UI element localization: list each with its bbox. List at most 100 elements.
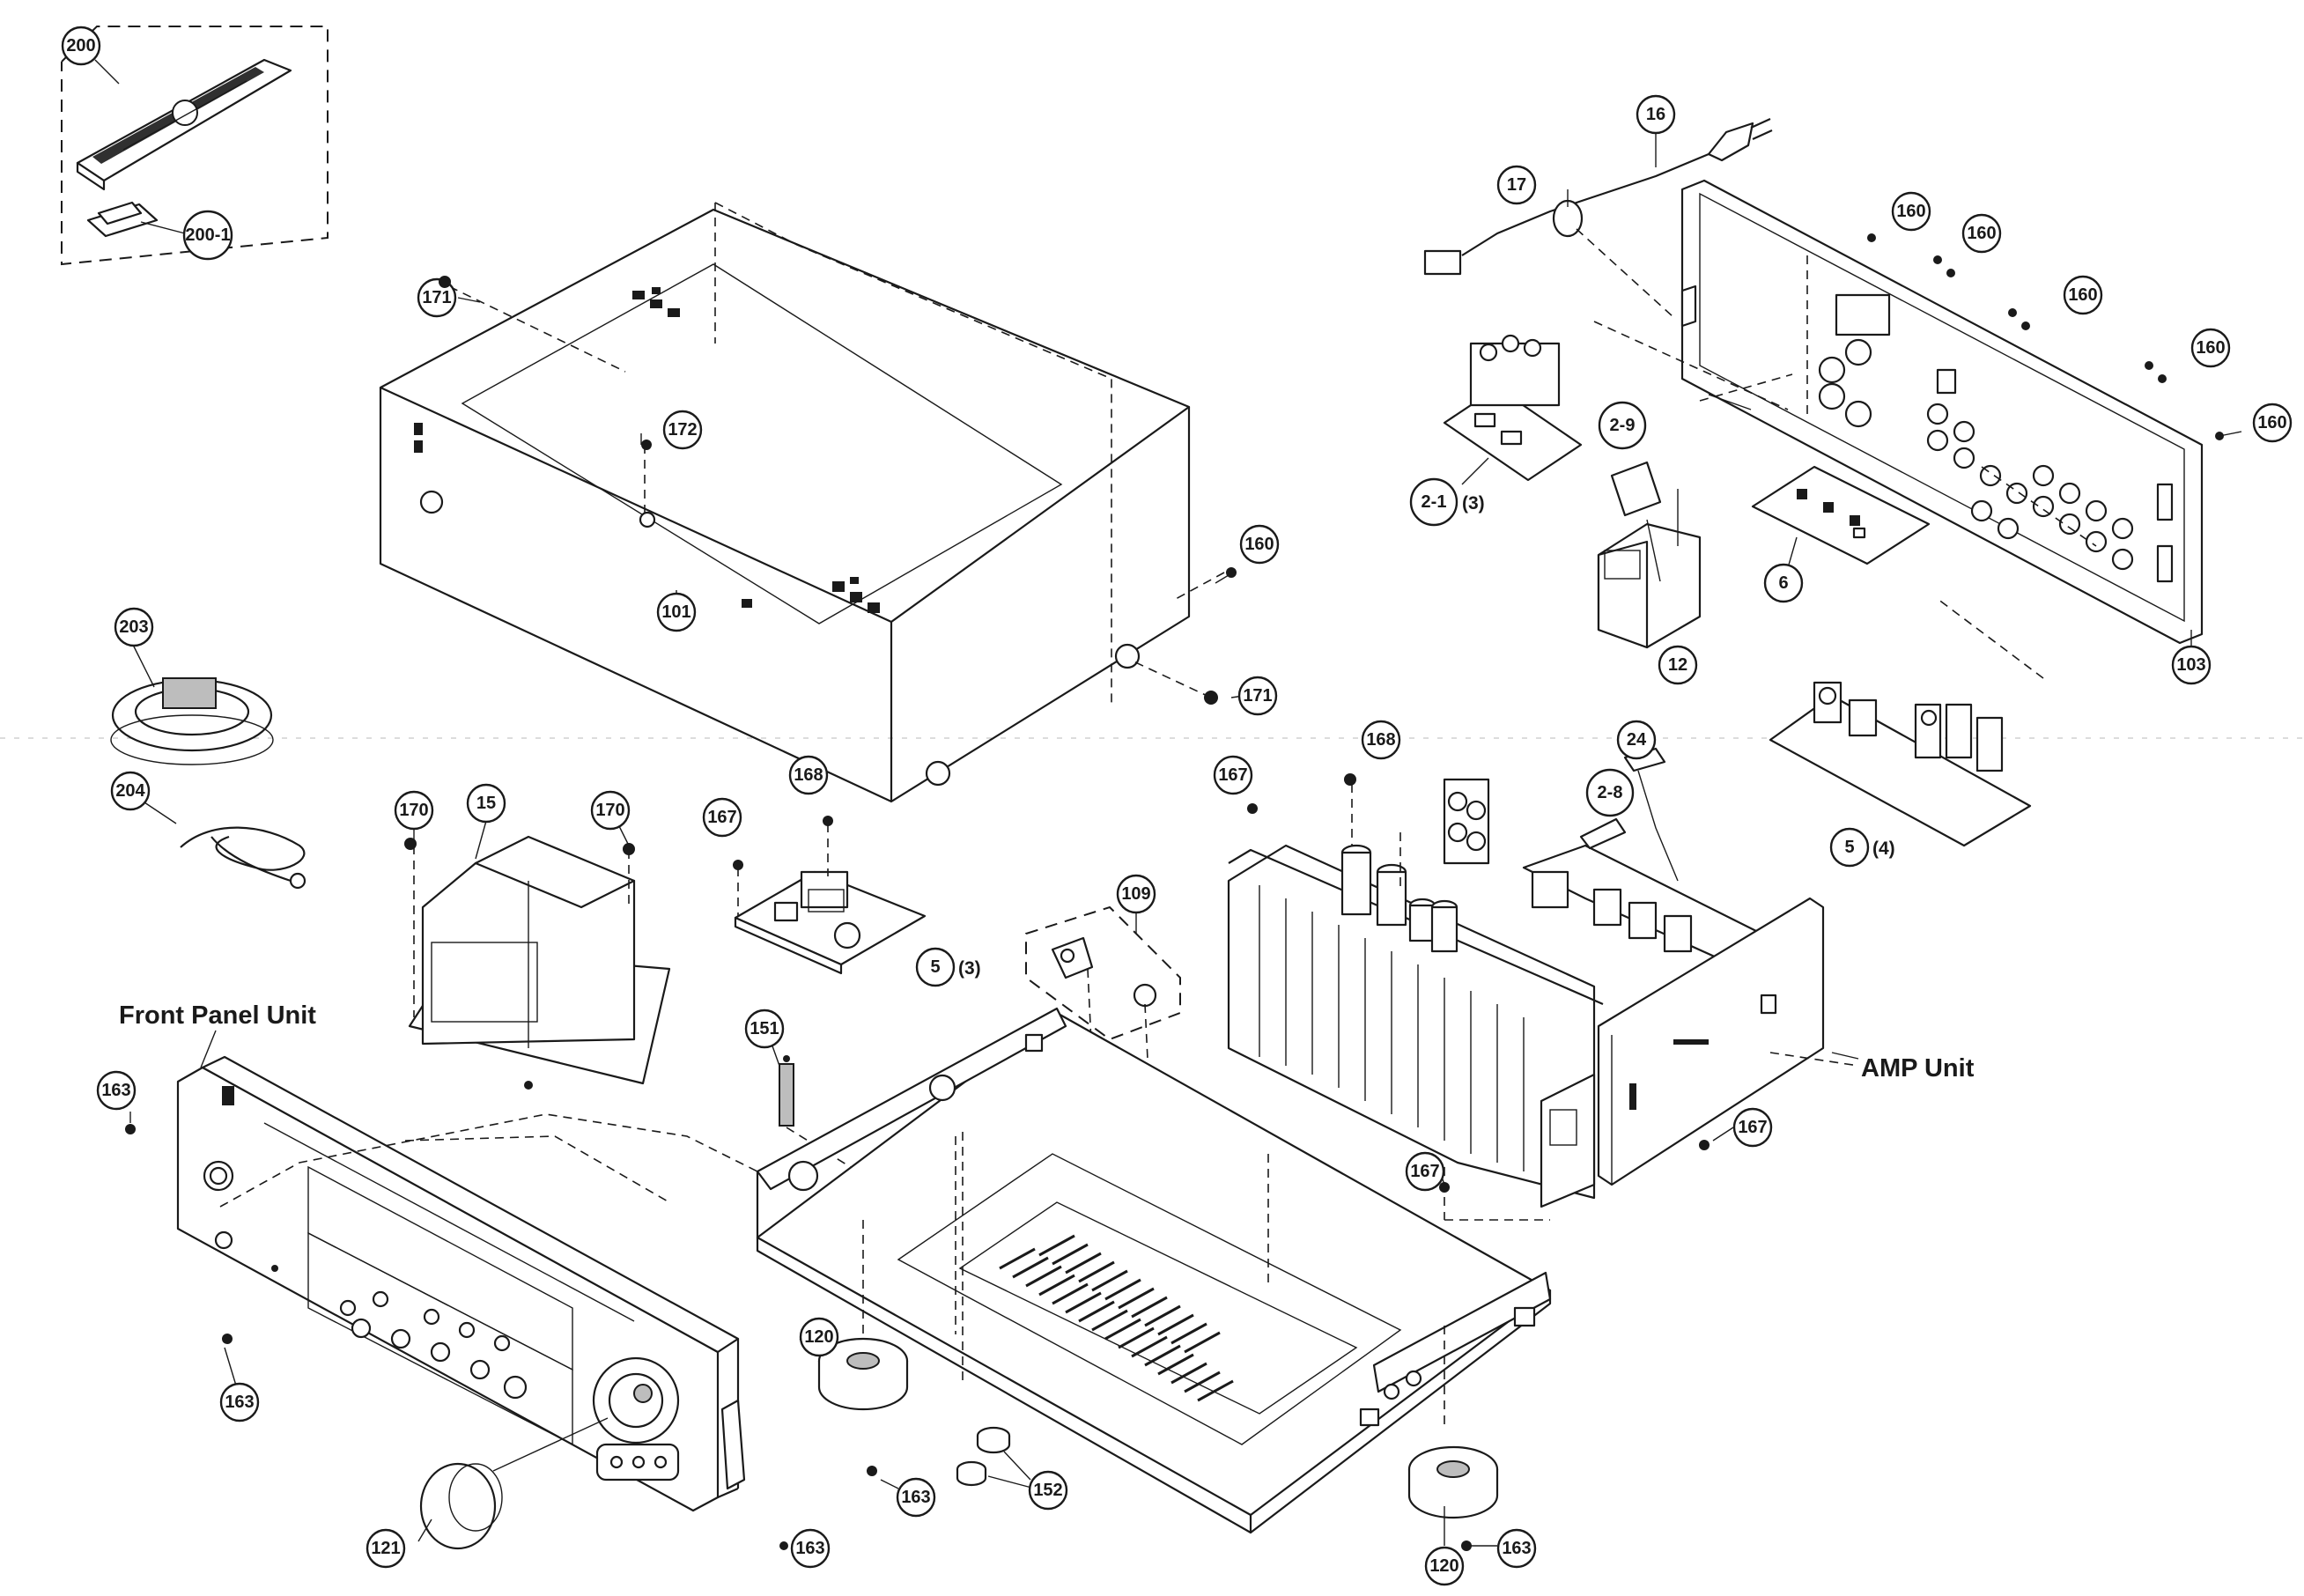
callout-label: 160 bbox=[1896, 202, 1925, 221]
callout-label: 163 bbox=[1502, 1539, 1531, 1558]
part-callout: 2-8 bbox=[1585, 768, 1635, 817]
top-cover bbox=[379, 202, 1225, 803]
part-callout: 6 bbox=[1763, 563, 1804, 603]
callout-label: 160 bbox=[2196, 338, 2225, 358]
front-panel-leader bbox=[200, 1030, 217, 1068]
part-callout: 163 bbox=[1496, 1528, 1537, 1569]
part-callout: 163 bbox=[790, 1528, 831, 1569]
callout-label: 163 bbox=[795, 1539, 824, 1558]
part-callout: 171 bbox=[1237, 676, 1278, 716]
screws bbox=[125, 233, 2224, 1551]
callout-label: 151 bbox=[750, 1019, 779, 1038]
callout-label: 167 bbox=[1218, 765, 1247, 785]
part-callout: 120 bbox=[799, 1317, 839, 1357]
part-callout: 160 bbox=[1961, 213, 2002, 254]
board-2-1 bbox=[1443, 334, 1583, 482]
part-callout: 2-9 bbox=[1598, 401, 1647, 450]
callout-label: 101 bbox=[661, 602, 690, 622]
callout-label: 2-9 bbox=[1610, 416, 1636, 435]
spacers-152 bbox=[956, 1426, 1011, 1487]
battery-pack bbox=[86, 201, 159, 238]
front-panel-unit bbox=[176, 1055, 758, 1512]
callout-label: 16 bbox=[1646, 105, 1665, 124]
callout-label: 12 bbox=[1668, 655, 1687, 675]
part-callout: 24 bbox=[1616, 720, 1657, 760]
part-callout: 167 bbox=[1405, 1151, 1445, 1192]
callout-label: 5 bbox=[930, 957, 940, 977]
callout-label: 121 bbox=[371, 1539, 400, 1558]
callout-label: 171 bbox=[1243, 686, 1272, 706]
callout-label: 6 bbox=[1778, 573, 1788, 593]
part-callout: 160 bbox=[1891, 191, 1931, 232]
callout-label: 2-1 bbox=[1422, 492, 1447, 512]
callout-label: 160 bbox=[2068, 285, 2097, 305]
amp-unit bbox=[1227, 747, 1859, 1221]
callout-label: 170 bbox=[399, 801, 428, 820]
foot-right bbox=[1407, 1445, 1499, 1519]
board-5-rear bbox=[1769, 681, 2032, 847]
quantity-label: (3) bbox=[958, 958, 981, 979]
part-callout: 203 bbox=[114, 607, 154, 647]
callout-label: 109 bbox=[1121, 884, 1150, 904]
volume-knob bbox=[419, 1417, 609, 1550]
callout-label: 160 bbox=[1967, 224, 1996, 243]
power-pcb-small bbox=[734, 824, 927, 975]
callout-label: 152 bbox=[1033, 1481, 1062, 1500]
callout-label: 160 bbox=[1244, 535, 1274, 554]
part-callout: 120 bbox=[1424, 1546, 1465, 1586]
part-callout: 101 bbox=[656, 592, 697, 632]
callout-label: 167 bbox=[1738, 1118, 1767, 1137]
power-cord bbox=[1423, 117, 1773, 318]
callout-label: 163 bbox=[901, 1488, 930, 1507]
power-transformer bbox=[408, 835, 671, 1090]
part-callout: 160 bbox=[2190, 328, 2231, 368]
part-callout: 163 bbox=[219, 1382, 260, 1422]
callout-label: 160 bbox=[2257, 413, 2286, 432]
part-callout: 2-1 bbox=[1409, 477, 1458, 527]
board-12-and-cable-2-9 bbox=[1597, 461, 1702, 649]
callout-label: 200 bbox=[66, 36, 95, 55]
fm-antenna-wire bbox=[180, 826, 306, 890]
callout-label: 24 bbox=[1627, 730, 1647, 750]
callout-label: 163 bbox=[101, 1081, 130, 1100]
part-callout: 160 bbox=[1239, 524, 1280, 565]
part-callout: 200 bbox=[61, 26, 101, 66]
part-callout: 16 bbox=[1636, 94, 1676, 135]
callout-label: 2-8 bbox=[1598, 783, 1623, 802]
callout-label: 5 bbox=[1844, 838, 1854, 857]
part-callout: 168 bbox=[788, 755, 829, 795]
bottom-chassis bbox=[756, 1007, 1552, 1534]
callout-label: 163 bbox=[225, 1393, 254, 1412]
callout-label: 203 bbox=[119, 617, 148, 637]
part-callout: 200-1 bbox=[182, 210, 233, 261]
foot-left bbox=[817, 1337, 909, 1411]
part-callout: 170 bbox=[590, 790, 631, 831]
part-callout: 172 bbox=[662, 410, 703, 450]
callout-label: 204 bbox=[115, 781, 145, 801]
quantity-label: (3) bbox=[1462, 493, 1485, 514]
part-callout: 121 bbox=[366, 1528, 406, 1569]
callout-label: 168 bbox=[1366, 730, 1395, 750]
part-callout: 12 bbox=[1658, 645, 1698, 685]
part-callout: 15 bbox=[466, 783, 506, 824]
part-callout: 109 bbox=[1116, 874, 1156, 914]
part-callout: 160 bbox=[2252, 403, 2293, 443]
part-callout: 160 bbox=[2063, 275, 2103, 315]
part-callout: 5 bbox=[1829, 827, 1870, 868]
callout-label: 167 bbox=[1410, 1162, 1439, 1181]
part-callout: 167 bbox=[702, 797, 742, 838]
amp-unit-label: AMP Unit bbox=[1861, 1054, 1975, 1082]
callout-label: 172 bbox=[668, 420, 697, 440]
part-callout: 170 bbox=[394, 790, 434, 831]
part-callout: 5 bbox=[915, 947, 956, 987]
callout-label: 120 bbox=[804, 1327, 833, 1347]
callout-label: 120 bbox=[1429, 1556, 1458, 1576]
part-callout: 204 bbox=[110, 771, 151, 811]
part-callout: 151 bbox=[744, 1009, 785, 1049]
part-callout: 17 bbox=[1496, 165, 1537, 205]
part-callout: 103 bbox=[2171, 645, 2212, 685]
part-callout: 152 bbox=[1028, 1470, 1068, 1511]
part-callout: 163 bbox=[96, 1070, 137, 1111]
quantity-label: (4) bbox=[1872, 839, 1895, 859]
